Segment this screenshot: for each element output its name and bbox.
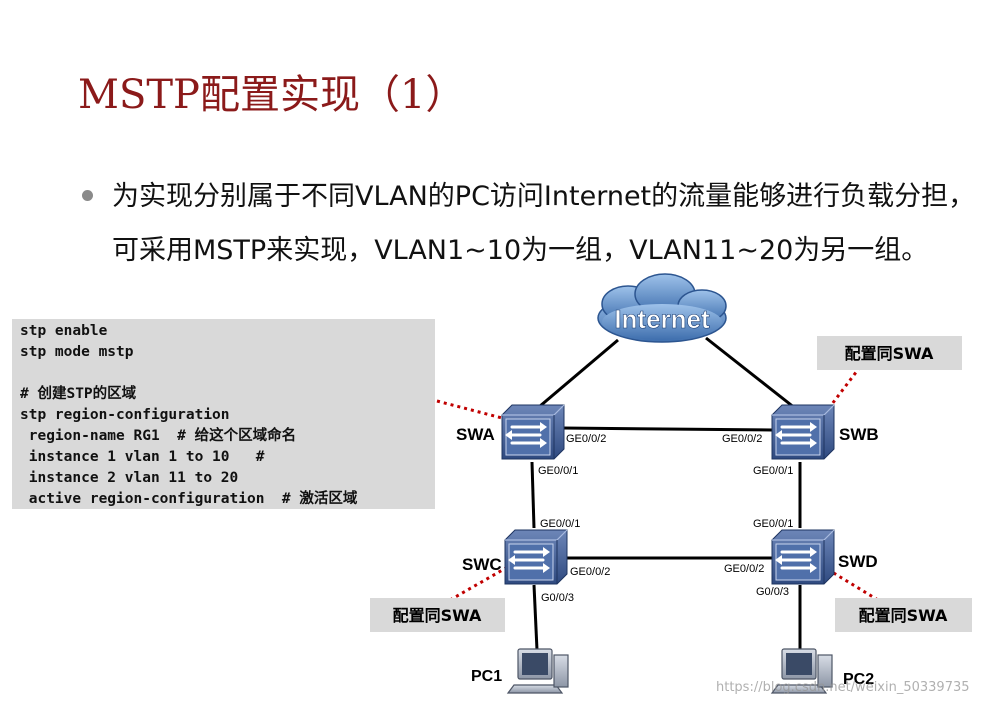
pc2-label: PC2 (843, 671, 874, 688)
code-line: instance 2 vlan 11 to 20 (20, 470, 239, 486)
switch-swa-icon (500, 403, 566, 461)
note-box-swc (370, 598, 505, 632)
port-label: G0/0/3 (541, 592, 574, 604)
port-label: GE0/0/1 (540, 518, 580, 530)
port-label: GE0/0/2 (570, 566, 610, 578)
link-swa-swb (561, 426, 773, 432)
port-label: G0/0/3 (756, 586, 789, 598)
switch-swd-icon (770, 528, 836, 586)
config-code-box: stp enable stp mode mstp # 创建STP的区域 stp … (12, 319, 435, 509)
note-text-swc: 配置同SWA (393, 606, 482, 625)
port-label: GE0/0/1 (538, 465, 578, 477)
pc1-icon (507, 648, 569, 694)
code-line: instance 1 vlan 1 to 10 # (20, 449, 265, 465)
switch-swc-label: SWC (462, 555, 502, 574)
note-pointer-swb (824, 366, 862, 413)
code-line: # 创建STP的区域 (20, 386, 137, 402)
note-pointer-swa (436, 399, 503, 420)
link-swc-pc1 (532, 584, 539, 651)
port-label: GE0/0/1 (753, 465, 793, 477)
note-box-swb (817, 336, 962, 370)
note-pointer-swd (831, 570, 879, 602)
code-line: region-name RG1 # 给这个区域命名 (20, 428, 297, 444)
switch-swb-label: SWB (839, 425, 879, 444)
note-box-swd (835, 598, 972, 632)
bullet-text: 为实现分别属于不同VLAN的PC访问Internet的流量能够进行负载分担，可采… (112, 181, 976, 266)
code-line: active region-configuration # 激活区域 (20, 491, 358, 507)
note-text-swd: 配置同SWA (859, 606, 948, 625)
port-label: GE0/0/2 (722, 433, 762, 445)
switch-swa-label: SWA (456, 425, 495, 444)
link-swa-swc (530, 461, 536, 529)
code-line: stp mode mstp (20, 344, 134, 360)
port-label: GE0/0/1 (753, 518, 793, 530)
internet-label: Internet (614, 304, 710, 334)
link-internet-swb (705, 336, 801, 414)
code-line: stp enable (20, 323, 108, 339)
bullet-marker (82, 190, 93, 201)
code-line: stp region-configuration (20, 407, 230, 423)
watermark: https://blog.csdn.net/weixin_50339735 (716, 680, 970, 695)
slide-title: MSTP配置实现（1） (78, 72, 466, 118)
switch-swc-icon (503, 528, 569, 586)
link-internet-swa (532, 338, 619, 414)
switch-swb-icon (770, 403, 836, 461)
port-label: GE0/0/2 (566, 433, 606, 445)
note-text-swb: 配置同SWA (845, 344, 934, 363)
pc1-label: PC1 (471, 668, 502, 685)
port-label: GE0/0/2 (724, 563, 764, 575)
internet-cloud-icon (597, 273, 727, 343)
switch-swd-label: SWD (838, 552, 878, 571)
